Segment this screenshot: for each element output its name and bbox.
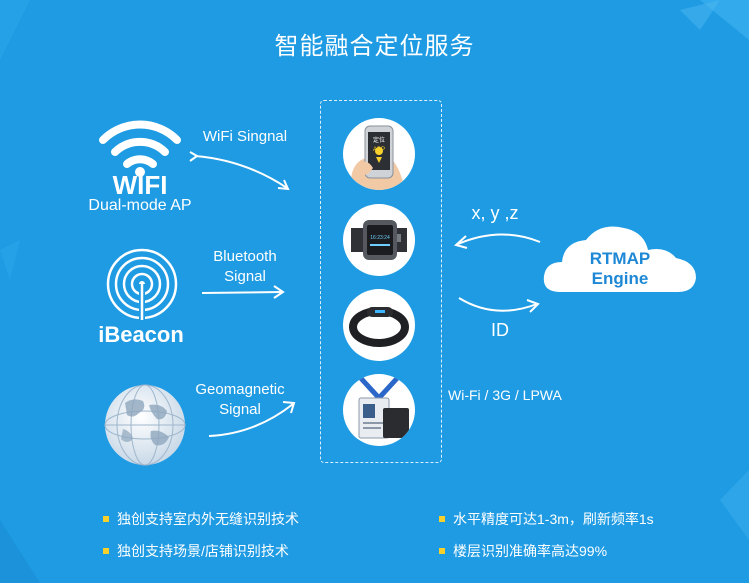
watch-screen-text: 16:23:24 <box>370 235 390 241</box>
feature-text: 独创支持场景/店铺识别技术 <box>117 543 289 559</box>
id-arrow <box>458 297 540 313</box>
smartwatch-device: 16:23:24 <box>343 204 415 276</box>
engine-label: RTMAP Engine <box>575 249 665 289</box>
wifi-title: WIFI <box>112 170 168 200</box>
wifi-icon <box>99 120 181 177</box>
engine-label-line2: Engine <box>591 269 649 288</box>
phone-device: 定位 APP <box>343 118 415 190</box>
page-title: 智能融合定位服务 <box>274 33 475 60</box>
feature-item: 独创支持室内外无缝识别技术 <box>103 509 299 529</box>
bluetooth-label-line1: Bluetooth <box>213 248 277 265</box>
bluetooth-signal-arrow <box>201 285 285 299</box>
cloud-engine-icon <box>543 226 696 292</box>
feature-item: 楼层识别准确率高达99% <box>439 541 607 561</box>
wifi-signal-label: WiFi Singnal <box>202 128 288 145</box>
bullet-icon <box>103 516 109 523</box>
globe-icon <box>104 384 186 466</box>
bullet-icon <box>439 516 445 523</box>
badge-device <box>343 374 415 446</box>
feature-item: 独创支持场景/店铺识别技术 <box>103 541 289 561</box>
phone-screen-text: 定位 <box>373 136 385 144</box>
bluetooth-signal-label: Bluetooth Signal <box>195 247 295 287</box>
feature-text: 水平精度可达1-3m，刷新频率1s <box>453 511 654 527</box>
geomagnetic-signal-label: Geomagnetic Signal <box>185 380 295 420</box>
ibeacon-icon <box>106 248 178 320</box>
feature-item: 水平精度可达1-3m，刷新频率1s <box>439 509 654 529</box>
bullet-icon <box>439 548 445 555</box>
smartwatch-icon: 16:23:24 <box>351 220 407 260</box>
feature-text: 楼层识别准确率高达99% <box>453 543 608 559</box>
phone-icon: 定位 APP <box>350 125 405 190</box>
coordinates-label: x, y ,z <box>471 203 519 223</box>
badge-icon <box>355 374 409 439</box>
network-label: Wi-Fi / 3G / LPWA <box>448 387 562 403</box>
id-label: ID <box>491 320 509 340</box>
bullet-icon <box>103 548 109 555</box>
geomagnetic-label-line1: Geomagnetic <box>195 381 285 398</box>
wristband-icon <box>349 307 409 347</box>
geomagnetic-signal-arrow <box>208 401 296 437</box>
coordinates-arrow <box>453 233 541 249</box>
wristband-device <box>343 289 415 361</box>
wifi-subtitle: Dual-mode AP <box>88 197 192 214</box>
geomagnetic-label-line2: Signal <box>219 401 261 418</box>
feature-text: 独创支持室内外无缝识别技术 <box>117 511 299 527</box>
wifi-signal-arrow <box>189 151 290 191</box>
devices-container <box>320 100 442 463</box>
ibeacon-title: iBeacon <box>98 322 184 347</box>
bluetooth-label-line2: Signal <box>224 268 266 285</box>
engine-label-line1: RTMAP <box>589 249 651 268</box>
